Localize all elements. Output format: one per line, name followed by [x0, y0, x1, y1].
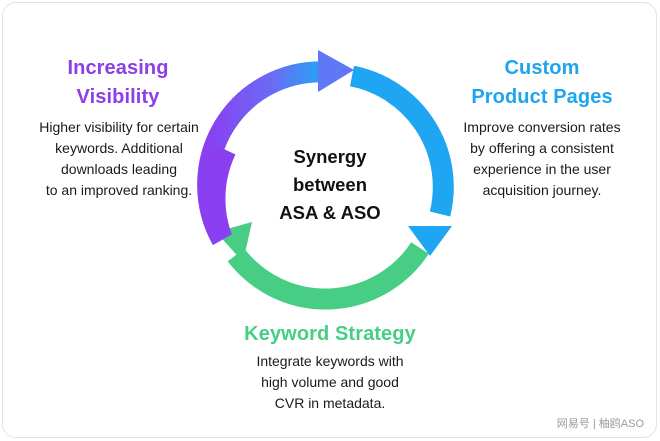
- left-heading-line-1: Increasing: [67, 57, 169, 79]
- right-heading: Custom Product Pages: [452, 54, 632, 112]
- left-description: Higher visibility for certain keywords. …: [14, 117, 224, 201]
- right-desc-line-4: acquisition journey.: [482, 182, 602, 198]
- bottom-desc-line-3: CVR in metadata.: [274, 395, 386, 411]
- cycle-arc-bottom: [227, 242, 429, 310]
- cycle-arc-left-tail: [204, 145, 236, 242]
- left-desc-line-3: downloads leading: [61, 161, 177, 177]
- bottom-description: Integrate keywords with high volume and …: [220, 351, 440, 414]
- right-desc-line-2: by offering a consistent: [470, 140, 614, 156]
- watermark: 网易号 | 柚鸥ASO: [556, 418, 644, 430]
- arrowhead-top-icon: [318, 50, 354, 92]
- left-desc-line-4: to an improved ranking.: [45, 182, 193, 198]
- arrowhead-right-icon: [408, 226, 452, 256]
- left-desc-line-2: keywords. Additional: [55, 140, 183, 156]
- center-line-2: between: [292, 174, 368, 195]
- bottom-heading: Keyword Strategy: [220, 320, 440, 349]
- right-heading-line-2: Product Pages: [471, 86, 613, 108]
- right-description: Improve conversion rates by offering a c…: [436, 117, 648, 201]
- cycle-arc-right: [349, 65, 454, 217]
- center-line-1: Synergy: [293, 146, 367, 167]
- center-line-3: ASA & ASO: [279, 202, 381, 223]
- left-desc-line-1: Higher visibility for certain: [39, 119, 199, 135]
- right-desc-line-1: Improve conversion rates: [463, 119, 621, 135]
- center-label: Synergy between ASA & ASO: [248, 143, 412, 227]
- bottom-desc-line-1: Integrate keywords with: [256, 353, 404, 369]
- right-desc-line-3: experience in the user: [473, 161, 611, 177]
- left-heading-line-2: Visibility: [76, 86, 160, 108]
- right-heading-line-1: Custom: [504, 57, 580, 79]
- bottom-heading-text: Keyword Strategy: [244, 323, 416, 345]
- bottom-desc-line-2: high volume and good: [261, 374, 399, 390]
- left-heading: Increasing Visibility: [38, 54, 198, 112]
